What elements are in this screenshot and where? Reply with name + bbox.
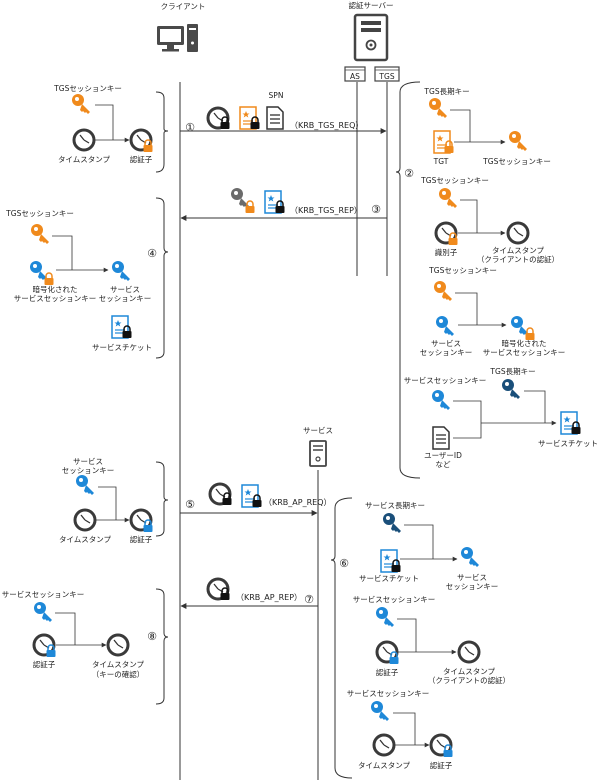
step6-a-ssk2: セッションキー — [446, 582, 499, 591]
step-4-number: ④ — [147, 247, 157, 260]
step2-a-tgt: TGT — [433, 157, 449, 166]
step-1-block: TGSセッションキー タイムスタンプ 認証子 — [53, 84, 154, 164]
step-1-number: ① — [185, 121, 195, 134]
step2-c-ssk2: セッションキー — [420, 348, 473, 357]
brackets — [155, 81, 421, 779]
step2-b-key: TGSセッションキー — [420, 176, 489, 185]
step1-key-label: TGSセッションキー — [53, 84, 122, 93]
step2-b-ts2: （クライアントの認証） — [477, 254, 559, 264]
client-label: クライアント — [161, 2, 206, 11]
step4-ssk2: セッションキー — [99, 294, 152, 303]
as-box: AS — [344, 66, 366, 82]
step2-c-enc1: 暗号化された — [502, 338, 547, 348]
step2-d-ssk: サービスセッションキー — [404, 376, 487, 385]
timestamp-clock-icon — [72, 128, 96, 152]
spn-label: SPN — [269, 91, 284, 100]
step-6-number: ⑥ — [339, 557, 349, 570]
auth-server-label: 認証サーバー — [349, 0, 394, 10]
step2-d-tgskey: TGS長期キー — [489, 367, 535, 376]
step2-b-id: 識別子 — [435, 247, 458, 257]
bracket-step-5 — [155, 461, 169, 537]
step6-c-ts: タイムスタンプ — [358, 761, 411, 770]
step4-key-label: TGSセッションキー — [5, 209, 74, 218]
step6-c-auth: 認証子 — [430, 760, 453, 770]
step2-d-user1: ユーザーID — [424, 451, 462, 460]
bracket-step-2 — [395, 81, 421, 479]
step-5-number: ⑤ — [185, 498, 195, 511]
step-2-number: ② — [404, 167, 414, 180]
step1-authenticator-label: 認証子 — [130, 154, 153, 164]
step-2-block: TGS長期キー TGT TGSセッションキー TGSセッションキー 識別子 タイ… — [404, 87, 598, 469]
step2-d-user2: など — [436, 460, 451, 469]
bracket-step-8 — [155, 588, 169, 705]
step8-ts1: タイムスタンプ — [92, 660, 145, 669]
step6-b-auth: 認証子 — [376, 667, 399, 677]
computer-icon — [157, 24, 198, 52]
user-id-doc-icon — [432, 426, 450, 450]
step2-d-ticket: サービスチケット — [538, 439, 598, 448]
step-3-number: ③ — [371, 203, 381, 216]
step-4-block: TGSセッションキー 暗号化された サービスセッションキー サービス セッション… — [5, 209, 152, 352]
step6-a-ticket: サービスチケット — [359, 574, 419, 583]
bracket-step-1 — [155, 91, 169, 173]
step6-a-ssk1: サービス — [457, 573, 487, 582]
step5-authenticator: 認証子 — [130, 534, 153, 544]
krb-ap-rep-label: （KRB_AP_REP） — [236, 593, 302, 602]
step4-enc1: 暗号化された — [33, 284, 78, 294]
as-label: AS — [350, 72, 360, 81]
step6-b-key: サービスセッションキー — [353, 595, 436, 604]
step2-c-ssk1: サービス — [431, 339, 461, 348]
step6-b-ts1: タイムスタンプ — [443, 667, 496, 676]
step-7-number: ⑦ — [304, 593, 314, 606]
step2-c-enc2: サービスセッションキー — [483, 348, 566, 357]
step5-timestamp: タイムスタンプ — [59, 535, 112, 544]
krb-ap-req-payload — [208, 482, 263, 508]
step8-auth: 認証子 — [33, 659, 56, 669]
step-8-block: サービスセッションキー 認証子 タイムスタンプ （キーの確認） — [2, 590, 145, 679]
step2-c-key: TGSセッションキー — [428, 266, 497, 275]
tgs-box: TGS — [374, 66, 400, 82]
krb-ap-rep-payload — [206, 577, 231, 601]
service-label: サービス — [303, 426, 333, 435]
step4-enc2: サービスセッションキー — [14, 294, 97, 303]
step8-key: サービスセッションキー — [2, 590, 85, 599]
step6-b-ts2: （クライアントの認証） — [428, 675, 510, 685]
step-6-block: サービス長期キー サービスチケット サービス セッションキー サービスセッション… — [347, 501, 510, 770]
tgs-session-key-icon — [72, 94, 90, 114]
step2-a-key: TGS長期キー — [423, 87, 469, 96]
step4-ticket: サービスチケット — [92, 343, 152, 352]
step2-a-result: TGSセッションキー — [482, 157, 551, 166]
krb-ap-req-label: （KRB_AP_REQ） — [264, 498, 332, 507]
step5-key1: サービス — [73, 457, 103, 466]
step1-timestamp-label: タイムスタンプ — [58, 155, 111, 164]
bracket-step-4 — [155, 197, 169, 359]
krb-tgs-req-label: （KRB_TGS_REQ） — [290, 121, 363, 130]
step2-b-ts1: タイムスタンプ — [492, 246, 545, 255]
bracket-step-6 — [330, 497, 353, 779]
step5-key2: セッションキー — [62, 466, 115, 475]
step4-ssk1: サービス — [110, 285, 140, 294]
step-5-block: サービス セッションキー タイムスタンプ 認証子 — [59, 457, 154, 544]
step8-ts2: （キーの確認） — [92, 669, 145, 679]
service-server-icon — [309, 440, 327, 467]
server-icon — [353, 13, 389, 62]
tgs-label: TGS — [378, 72, 394, 81]
krb-tgs-rep-payload — [231, 188, 286, 214]
step-8-number: ⑧ — [147, 630, 157, 643]
krb-tgs-req-payload — [206, 106, 284, 130]
krb-tgs-rep-label: （KRB_TGS_REP） — [290, 206, 362, 215]
step6-c-key: サービスセッションキー — [347, 689, 430, 698]
step6-a-key: サービス長期キー — [365, 501, 425, 510]
